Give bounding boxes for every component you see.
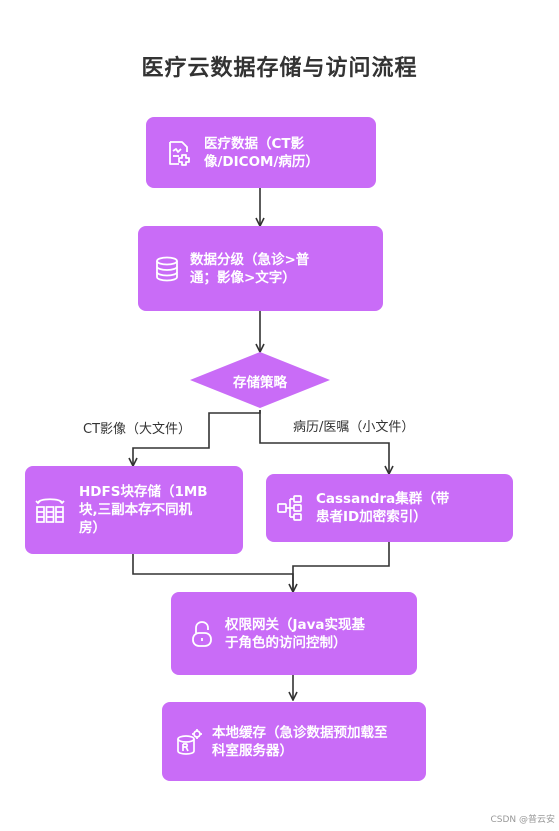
node-classification: 数据分级（急诊>普 通；影像>文字）: [138, 226, 383, 311]
edge-label-records: 病历/医嘱（小文件）: [293, 420, 415, 435]
node-cassandra-line1: Cassandra集群（带: [316, 491, 450, 507]
server-rack-icon: [33, 493, 67, 527]
node-medical-data: 医疗数据（CT影 像/DICOM/病历）: [146, 117, 376, 188]
edge-strategy-to-cassandra: [259, 410, 389, 474]
page-title: 医疗云数据存储与访问流程: [141, 56, 418, 81]
edge-hdfs-to-gateway: [132, 554, 293, 592]
decision-diamond: [190, 352, 330, 408]
medical-file-icon: [162, 136, 196, 170]
node-hdfs-line1: HDFS块存储（1MB: [79, 484, 208, 500]
node-local-cache-line2: 科室服务器）: [212, 742, 293, 759]
node-cassandra: Cassandra集群（带 患者ID加密索引）: [266, 474, 513, 542]
node-hdfs: HDFS块存储（1MB 块,三副本存不同机 房）: [25, 466, 243, 554]
node-access-gateway-line1: 权限网关（Java实现基: [225, 616, 366, 633]
edge-label-ct-images: CT影像（大文件）: [83, 422, 192, 437]
node-cassandra-line2: 患者ID加密索引）: [316, 509, 427, 525]
node-classification-line1: 数据分级（急诊>普: [190, 251, 310, 268]
node-access-gateway: 权限网关（Java实现基 于角色的访问控制）: [171, 592, 417, 675]
node-medical-data-line1: 医疗数据（CT影: [204, 135, 305, 152]
database-icon: [150, 252, 184, 286]
edge-cassandra-to-gateway: [292, 542, 390, 592]
node-access-gateway-line2: 于角色的访问控制）: [225, 634, 347, 651]
node-classification-line2: 通；影像>文字）: [190, 269, 296, 286]
cache-icon: [172, 725, 206, 759]
decision-label: 存储策略: [233, 375, 287, 391]
lock-icon: [185, 617, 219, 651]
node-local-cache-line1: 本地缓存（急诊数据预加载至: [212, 724, 388, 741]
watermark: CSDN @普云安: [490, 815, 555, 825]
cluster-icon: [274, 491, 308, 525]
node-hdfs-line2: 块,三副本存不同机: [79, 502, 193, 518]
node-medical-data-line2: 像/DICOM/病历）: [204, 153, 319, 170]
node-hdfs-line3: 房）: [79, 520, 106, 536]
node-local-cache: 本地缓存（急诊数据预加载至 科室服务器）: [162, 702, 426, 781]
